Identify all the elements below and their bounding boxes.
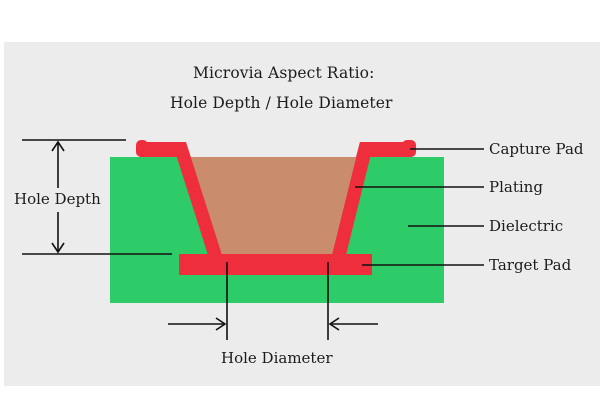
plating-left	[172, 142, 222, 255]
plating-right	[332, 142, 374, 255]
plating-label: Plating	[489, 178, 543, 196]
hole-diameter-dimension	[168, 262, 378, 340]
hole-depth-dimension	[22, 139, 172, 255]
capture-pad-label: Capture Pad	[489, 140, 584, 158]
hole-diameter-label: Hole Diameter	[221, 349, 333, 367]
target-pad	[179, 254, 372, 275]
target-pad-label: Target Pad	[489, 256, 572, 274]
title-line-2: Hole Depth / Hole Diameter	[170, 94, 393, 112]
title-line-1: Microvia Aspect Ratio:	[193, 64, 375, 82]
dielectric-label: Dielectric	[489, 217, 564, 235]
hole-fill	[184, 157, 362, 254]
hole-depth-label: Hole Depth	[14, 190, 101, 208]
